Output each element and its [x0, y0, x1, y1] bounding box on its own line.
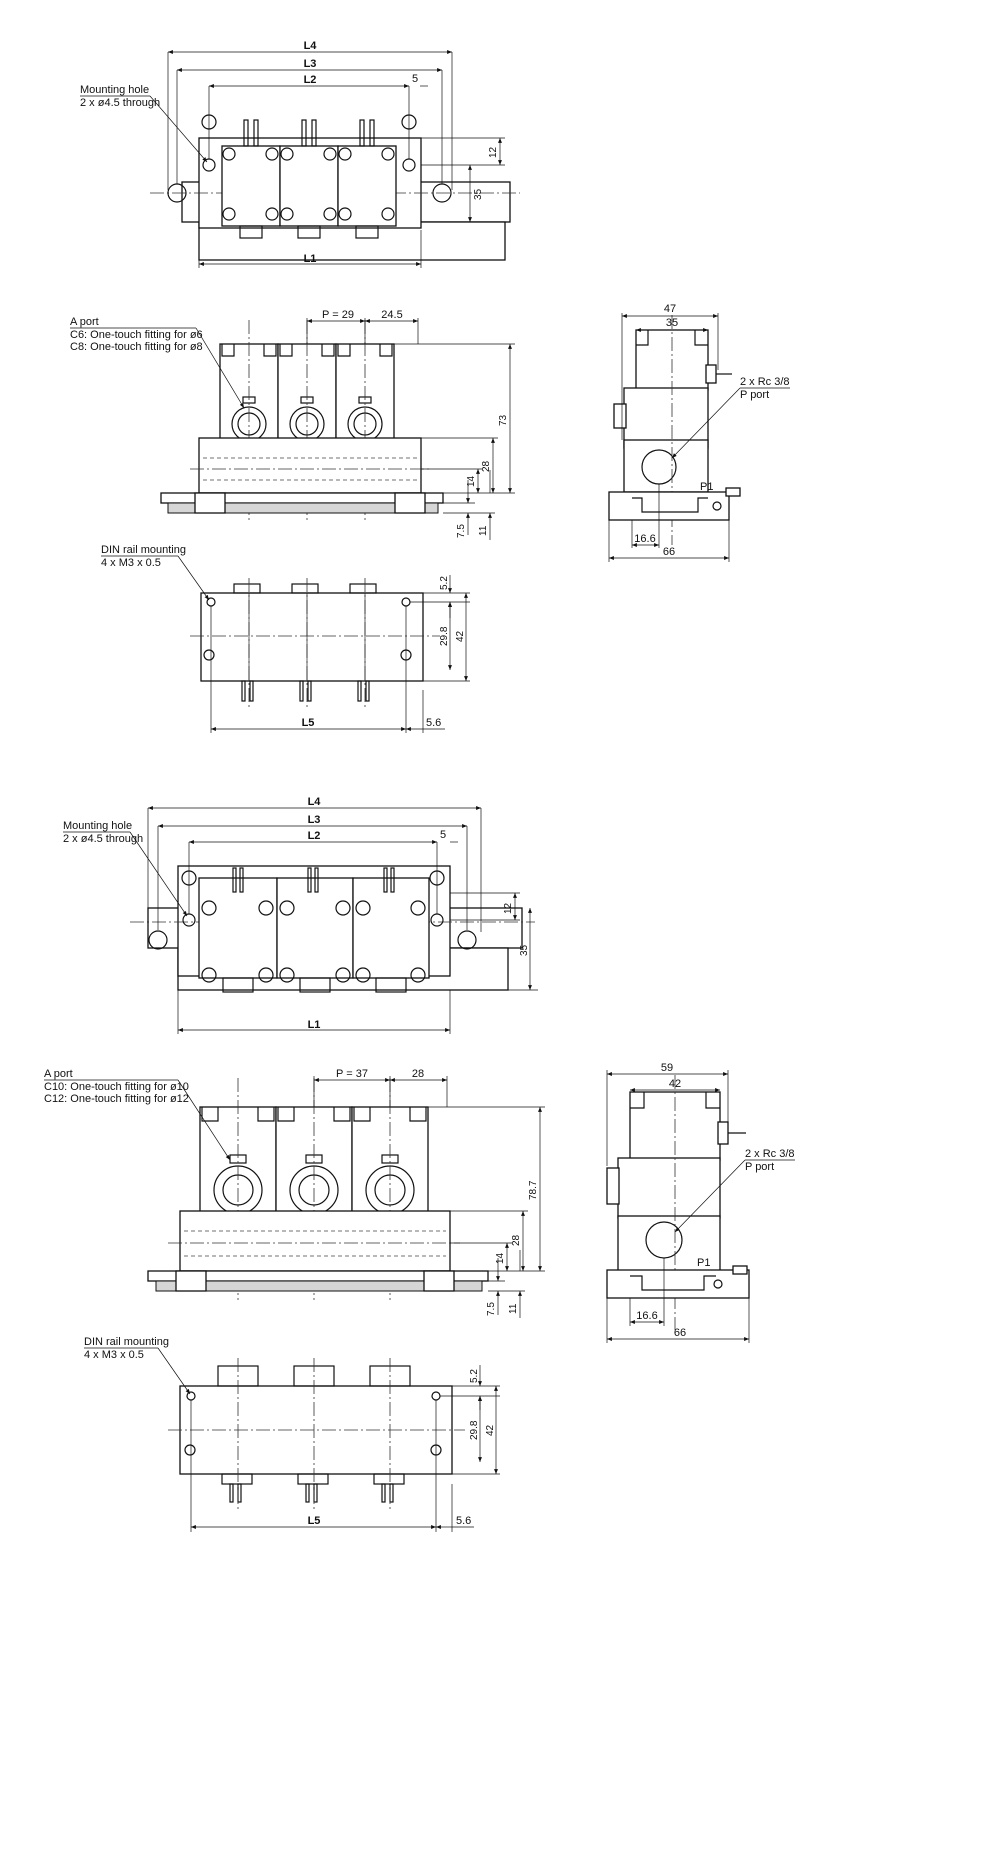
callout-mounting-hole-spec-1: 2 x ø4.5 through: [80, 97, 160, 109]
dim-width-2: 28: [412, 1068, 424, 1080]
dim-29-8-1: 29.8: [439, 626, 450, 646]
dim-5-2: 5: [440, 829, 446, 841]
callout-din-rail-spec-1: 4 x M3 x 0.5: [101, 557, 161, 569]
dim-14-1: 14: [466, 475, 477, 487]
dim-l1-2: L1: [308, 1019, 321, 1031]
dim-11-2: 11: [508, 1303, 519, 1314]
dim-7-5-1: 7.5: [456, 524, 467, 538]
callout-p-port-spec-1: 2 x Rc 3/8: [740, 376, 790, 388]
side-view-1: 47 35 16.6 66 P1 2 x Rc 3/8 P port: [608, 303, 790, 562]
dim-35-2: 35: [519, 944, 530, 956]
callout-a-port-c10: C10: One-touch fitting for ø10: [44, 1081, 189, 1093]
dim-11-1: 11: [478, 525, 489, 536]
dim-l5-1: L5: [302, 717, 315, 729]
callout-mounting-hole-spec-2: 2 x ø4.5 through: [63, 833, 143, 845]
dim-35-side: 35: [666, 317, 678, 329]
dim-66-1: 66: [663, 546, 675, 558]
dim-pitch-1: P = 29: [322, 309, 354, 321]
dim-12-2: 12: [503, 902, 514, 914]
callout-a-port-c8: C8: One-touch fitting for ø8: [70, 341, 203, 353]
dim-5-2-2: 5.2: [469, 1369, 480, 1383]
bottom-view-2: 5.2 29.8 42 L5 5.6 DIN rail mounting 4 x…: [84, 1336, 500, 1532]
dim-l4-2: L4: [308, 796, 322, 808]
callout-a-port-1: A port: [70, 316, 99, 328]
dim-35: 35: [473, 188, 484, 200]
callout-a-port-c12: C12: One-touch fitting for ø12: [44, 1093, 189, 1105]
top-view-1: L4 L3 L2 5 L1 12 35 Mounting hole 2 x ø4…: [80, 40, 520, 268]
dim-42-1: 42: [455, 630, 466, 642]
dim-42-side: 42: [669, 1078, 681, 1090]
dim-47: 47: [664, 303, 676, 315]
dim-l3: L3: [304, 58, 317, 70]
dim-66-2: 66: [674, 1327, 686, 1339]
callout-din-rail-1: DIN rail mounting: [101, 544, 186, 556]
dim-5-2-1: 5.2: [439, 576, 450, 590]
dim-l2: L2: [304, 74, 317, 86]
dim-28-2: 28: [511, 1234, 522, 1246]
dim-29-8-2: 29.8: [469, 1420, 480, 1440]
dim-l4: L4: [304, 40, 318, 52]
dim-5: 5: [412, 73, 418, 85]
dim-28-1: 28: [481, 460, 492, 472]
dim-height-1: 73: [498, 414, 509, 426]
callout-a-port-2: A port: [44, 1068, 73, 1080]
dim-height-2: 78.7: [528, 1180, 539, 1200]
dim-width-1: 24.5: [381, 309, 402, 321]
dim-l2-2: L2: [308, 830, 321, 842]
dim-5-6-1: 5.6: [426, 717, 441, 729]
callout-p-port-1: P port: [740, 389, 769, 401]
dim-42-2: 42: [485, 1424, 496, 1436]
label-p1-1: P1: [700, 481, 713, 493]
dim-16-6-2: 16.6: [636, 1310, 657, 1322]
dim-l1: L1: [304, 253, 317, 265]
dim-pitch-2: P = 37: [336, 1068, 368, 1080]
dim-l5-2: L5: [308, 1515, 321, 1527]
callout-mounting-hole-2: Mounting hole: [63, 820, 132, 832]
callout-a-port-c6: C6: One-touch fitting for ø6: [70, 329, 203, 341]
callout-mounting-hole-1: Mounting hole: [80, 84, 149, 96]
label-p1-2: P1: [697, 1257, 710, 1269]
callout-din-rail-2: DIN rail mounting: [84, 1336, 169, 1348]
callout-p-port-spec-2: 2 x Rc 3/8: [745, 1148, 795, 1160]
dim-l3-2: L3: [308, 814, 321, 826]
dim-16-6-1: 16.6: [634, 533, 655, 545]
dim-12: 12: [488, 146, 499, 158]
callout-din-rail-spec-2: 4 x M3 x 0.5: [84, 1349, 144, 1361]
dim-5-6-2: 5.6: [456, 1515, 471, 1527]
dim-7-5-2: 7.5: [486, 1302, 497, 1316]
dim-14-2: 14: [495, 1252, 506, 1264]
front-view-1: P = 29 24.5 73 28 14 7.5 11 A port C6: O…: [70, 309, 515, 540]
front-view-2: P = 37 28 78.7 28 14 7.5 11 A port C10: …: [44, 1068, 545, 1318]
dim-59: 59: [661, 1062, 673, 1074]
top-view-2: L4 L3 L2 5 L1 12 35 Mounting hole 2 x ø4…: [63, 796, 538, 1034]
bottom-view-1: 5.2 29.8 42 L5 5.6 DIN rail mounting 4 x…: [101, 544, 470, 733]
callout-p-port-2: P port: [745, 1161, 774, 1173]
side-view-2: 59 42 16.6 66 P1 2 x Rc 3/8 P port: [606, 1062, 795, 1343]
